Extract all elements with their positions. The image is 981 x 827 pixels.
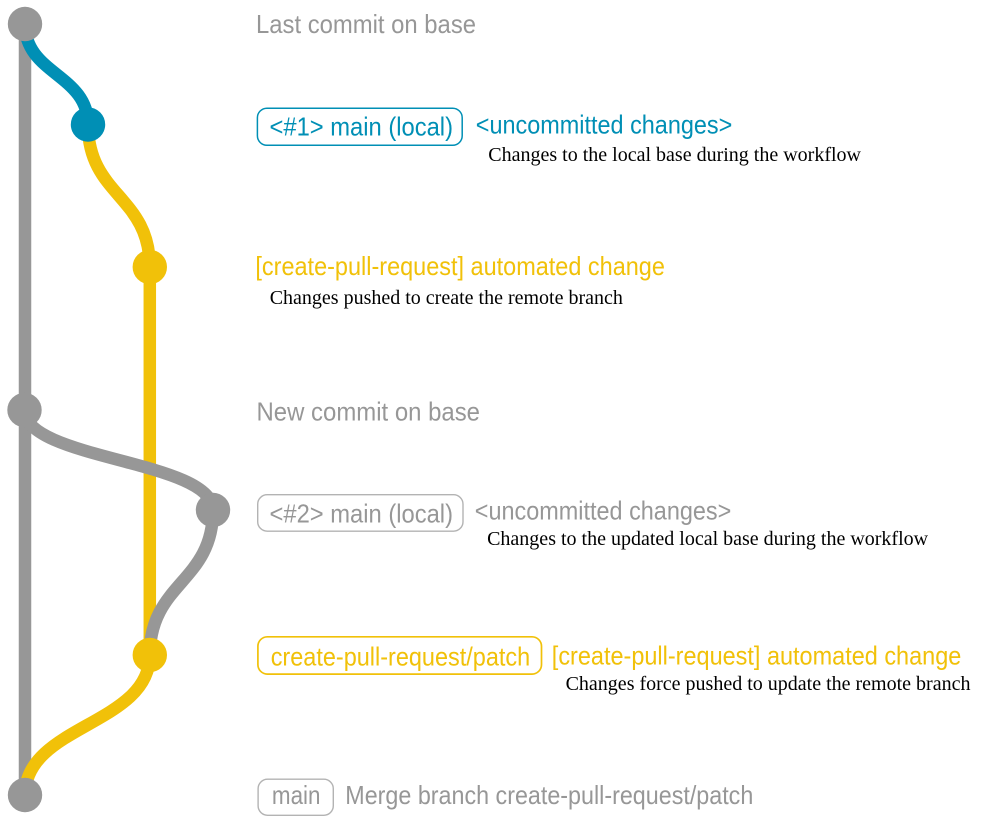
svg-text:<#1> main (local): <#1> main (local)	[270, 112, 454, 142]
svg-text:create-pull-request/patch: create-pull-request/patch	[271, 641, 531, 671]
svg-text:<#2> main (local): <#2> main (local)	[270, 499, 454, 529]
svg-text:Changes to the local base duri: Changes to the local base during the wor…	[488, 144, 861, 166]
svg-text:<uncommitted changes>: <uncommitted changes>	[475, 496, 732, 526]
svg-text:Changes to the updated local b: Changes to the updated local base during…	[487, 528, 929, 550]
svg-text:[create-pull-request] automate: [create-pull-request] automated change	[552, 640, 962, 670]
svg-text:main: main	[272, 780, 321, 810]
svg-text:<uncommitted changes>: <uncommitted changes>	[476, 110, 733, 140]
svg-text:[create-pull-request] automate: [create-pull-request] automated change	[255, 251, 665, 281]
svg-text:Last commit on base: Last commit on base	[256, 9, 476, 39]
svg-text:Changes force pushed to update: Changes force pushed to update the remot…	[566, 673, 971, 695]
svg-text:New commit on base: New commit on base	[257, 397, 481, 427]
svg-text:Merge branch create-pull-reque: Merge branch create-pull-request/patch	[345, 780, 753, 810]
svg-text:Changes pushed to create the r: Changes pushed to create the remote bran…	[270, 287, 623, 309]
